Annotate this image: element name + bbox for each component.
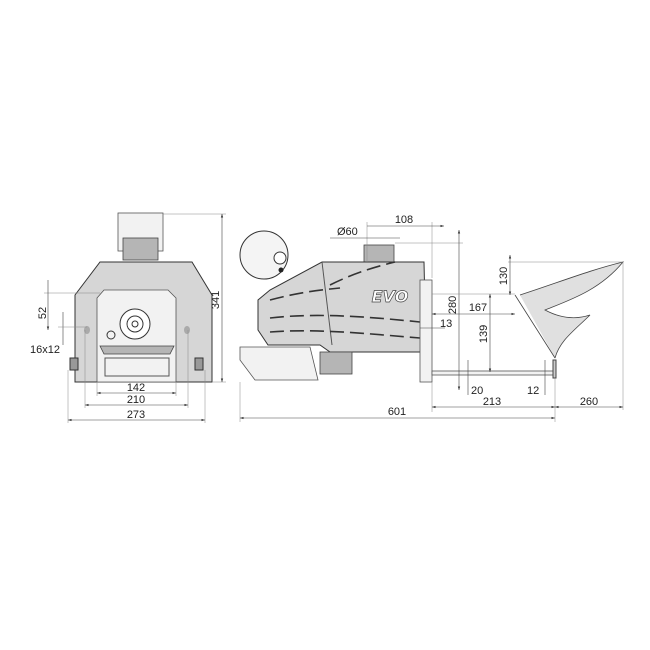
bolt-slot-right — [184, 326, 190, 334]
bolt-slot-left — [84, 326, 90, 334]
front-dimensions: 341 52 16x12 142 210 273 — [30, 213, 226, 423]
dim-flange-height: 280 — [447, 296, 459, 314]
fuel-inlet — [119, 308, 151, 340]
burner-body-side — [257, 261, 427, 353]
dim-opening-offset: 52 — [37, 307, 49, 319]
dim-flame-height: 130 — [498, 267, 510, 285]
dim-bolt-slot: 16x12 — [30, 344, 60, 356]
dim-tube-length: 213 — [483, 396, 501, 408]
combustion-tube — [431, 370, 555, 376]
warning-icon — [106, 330, 116, 340]
dim-tube-offset: 20 — [471, 385, 483, 397]
dim-flange-gap: 13 — [440, 318, 452, 330]
front-view — [69, 212, 213, 383]
evo-logo: EVO — [372, 287, 409, 306]
dim-tube-height: 139 — [478, 325, 490, 343]
side-view: EVO — [239, 230, 625, 383]
dim-tube-end: 12 — [527, 385, 539, 397]
dim-overall-length: 601 — [388, 406, 406, 418]
clamp-bracket — [319, 351, 353, 375]
flue-pipe — [363, 244, 395, 264]
mounting-flange — [419, 279, 433, 383]
motor-block — [122, 237, 159, 261]
dim-bolt-spacing: 210 — [127, 394, 145, 406]
dim-flue-offset: 108 — [395, 214, 413, 226]
dim-flame-length: 260 — [580, 396, 598, 408]
dim-flue-diameter: Ø60 — [337, 226, 358, 238]
dim-flame-depth: 167 — [469, 302, 487, 314]
side-dimensions: 108 Ø60 280 167 13 139 130 20 12 213 260… — [239, 214, 624, 422]
fan-drum — [239, 230, 289, 280]
dim-inner-width: 142 — [127, 382, 145, 394]
flame-outline — [514, 261, 625, 359]
dim-overall-width: 273 — [127, 409, 145, 421]
dim-height: 341 — [210, 291, 222, 309]
hopper-base — [239, 346, 319, 381]
